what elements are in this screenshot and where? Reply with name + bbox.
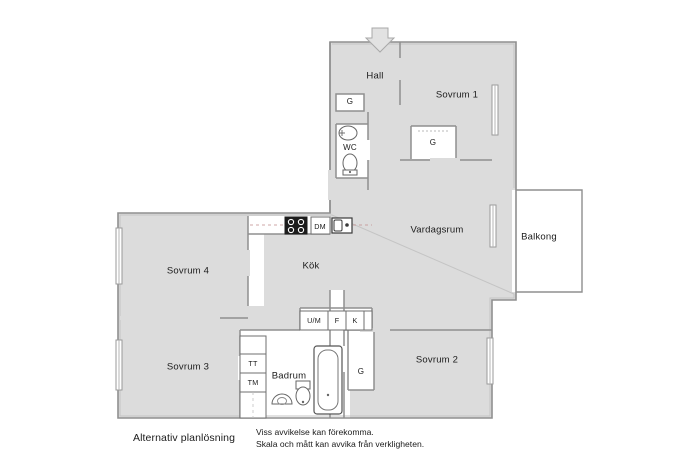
closet-label-sovrum2: G — [358, 367, 364, 376]
door-hall-vardagsrum — [328, 170, 332, 200]
door-vardagsrum-sovrum2 — [360, 328, 390, 332]
plan-caption-note-line1: Viss avvikelse kan förekomma. — [256, 427, 374, 437]
bathtub-icon — [313, 345, 343, 415]
cutout-balkong — [512, 190, 582, 292]
balkong-outline — [516, 189, 583, 293]
fill-upper-block — [330, 42, 516, 300]
door-wc — [366, 140, 370, 160]
door-sovrum1-vardagsrum — [430, 158, 460, 162]
window-sovrum3 — [115, 339, 123, 391]
laundry-stack-boxes — [239, 335, 267, 419]
window-sovrum2 — [486, 337, 494, 385]
dishwasher-box — [310, 216, 331, 235]
room-label-sovrum1: Sovrum 1 — [436, 90, 478, 101]
utility-appliance-boxes — [299, 310, 373, 331]
cutout-closet-hall — [336, 94, 364, 111]
room-label-wc: WC — [343, 143, 357, 152]
closet-label-hall: G — [347, 97, 353, 106]
windows — [115, 84, 499, 391]
cutout-kitchen-left — [248, 216, 264, 306]
room-label-sovrum4: Sovrum 4 — [167, 266, 209, 277]
outer-walls — [117, 41, 517, 419]
plan-caption-title: Alternativ planlösning — [133, 432, 235, 444]
door-hall-sovrum1 — [398, 58, 402, 80]
toilet-icon-badrum — [295, 380, 311, 406]
wall-closet-sovrum2 — [347, 330, 375, 391]
room-label-sovrum3: Sovrum 3 — [167, 362, 209, 373]
round-washbasin-icon-wc — [338, 125, 358, 141]
window-sovrum4 — [115, 227, 123, 285]
appliance-label-tumble-dryer: TT — [248, 359, 258, 368]
round-washbasin-icon-badrum — [271, 393, 293, 405]
appliance-label-washing-machine: U/M — [307, 316, 321, 325]
room-labels: Hall Sovrum 1 WC Vardagsrum Balkong Kök … — [167, 71, 557, 382]
closet-label-sovrum1: G — [430, 138, 436, 147]
toilet-icon-wc — [342, 153, 358, 176]
window-vardagsrum-balcony-door — [489, 204, 497, 248]
wall-closet-hall — [335, 93, 365, 112]
cutout-closet-sovrum2 — [348, 330, 374, 390]
closet-labels: G G G — [347, 97, 436, 376]
appliance-labels: DM U/M F K TT TM — [248, 222, 358, 387]
room-label-badrum: Badrum — [272, 371, 306, 382]
stove-four-burner-icon — [284, 216, 308, 235]
window-sovrum1 — [491, 84, 499, 136]
down-arrow-entry-icon — [364, 27, 396, 53]
balkong-rail — [516, 189, 583, 293]
room-label-hall: Hall — [366, 71, 383, 82]
door-sovrum4 — [246, 250, 250, 276]
door-sovrum3 — [120, 316, 220, 320]
appliance-label-freezer: F — [335, 316, 340, 325]
appliance-label-drying-cabinet: TM — [248, 378, 259, 387]
apartment-outline — [117, 41, 517, 419]
room-label-sovrum2: Sovrum 2 — [416, 355, 458, 366]
room-label-kok: Kök — [303, 261, 320, 272]
appliance-label-dishwasher: DM — [314, 222, 326, 231]
apartment-outline-inner — [119, 43, 515, 417]
room-label-balkong: Balkong — [521, 232, 557, 243]
appliance-label-fridge: K — [353, 316, 358, 325]
room-label-vardagsrum: Vardagsrum — [410, 225, 463, 236]
plan-caption-note-line2: Skala och mått kan avvika från verklighe… — [256, 439, 424, 449]
wall-closet-sovrum1 — [410, 125, 457, 159]
door-sovrum2 — [342, 346, 346, 372]
kitchen-sink-icon — [331, 217, 353, 234]
